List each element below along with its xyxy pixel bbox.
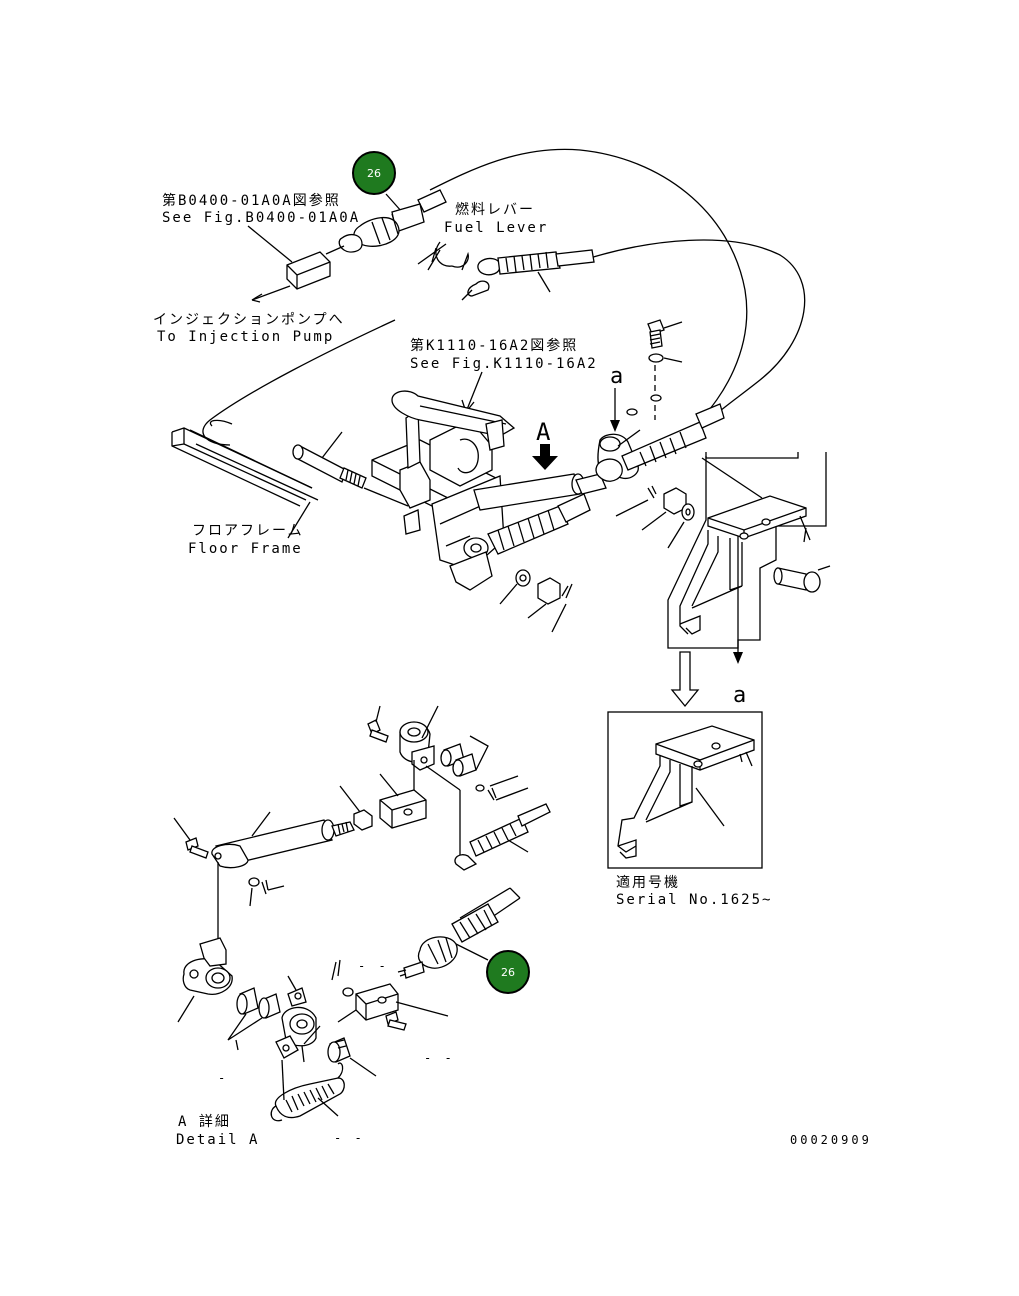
detail-arrow — [532, 444, 558, 470]
part-badge-26-top[interactable]: 26 — [352, 151, 396, 195]
dash-mark-4: - - — [334, 1131, 365, 1145]
serial-jp: 適用号機 — [616, 874, 680, 891]
cable-end-top — [325, 189, 447, 255]
drawing-number: 00020909 — [790, 1133, 872, 1147]
main-lever-assembly — [292, 390, 725, 633]
detail-a-en: Detail A — [176, 1132, 259, 1148]
dash-mark: - — [218, 1071, 228, 1085]
fuel-lever-cable-end — [417, 241, 595, 301]
right-bracket-upper — [667, 452, 831, 664]
ref-b0400-jp: 第B0400-01A0A図参照 — [162, 192, 341, 209]
fuel-lever-en: Fuel Lever — [444, 220, 548, 236]
serial-en: Serial No.1625~ — [616, 892, 772, 908]
floor-frame-leader — [287, 501, 311, 539]
floor-frame-jp: フロアフレーム — [192, 523, 304, 539]
pump-connector-block — [247, 225, 331, 303]
ref-k1110-en: See Fig.K1110-16A2 — [410, 356, 598, 372]
view-a-bottom: a — [733, 683, 748, 708]
view-a-top: a — [610, 364, 625, 389]
to-pump-en: To Injection Pump — [157, 329, 334, 345]
ref-k1110-leader — [461, 371, 483, 413]
to-pump-jp: インジェクションポンプへ — [153, 312, 345, 328]
detail-a-assembly — [173, 705, 551, 979]
view-a-top-arrow — [610, 388, 638, 432]
part-badge-26-bottom[interactable]: 26 — [486, 950, 530, 994]
badge-number: 26 — [501, 966, 515, 979]
detail-a-jp: A 詳細 — [178, 1114, 231, 1130]
dash-mark-2: - - — [358, 959, 389, 973]
ref-k1110-jp: 第K1110-16A2図参照 — [410, 337, 578, 354]
floor-frame — [171, 419, 319, 507]
badge-number: 26 — [367, 167, 381, 180]
bolt-washer-stack — [647, 319, 683, 420]
ref-b0400-en: See Fig.B0400-01A0A — [162, 210, 360, 226]
dash-mark-3: - - — [424, 1051, 455, 1065]
floor-frame-en: Floor Frame — [188, 541, 303, 557]
serial-variant-box — [607, 711, 763, 869]
detail-arrow-label: A — [536, 418, 552, 446]
detail-a-lower-parts: - - - - - - - — [177, 937, 455, 1145]
serial-box-arrow — [670, 651, 700, 708]
fuel-lever-jp: 燃料レバー — [455, 201, 535, 218]
